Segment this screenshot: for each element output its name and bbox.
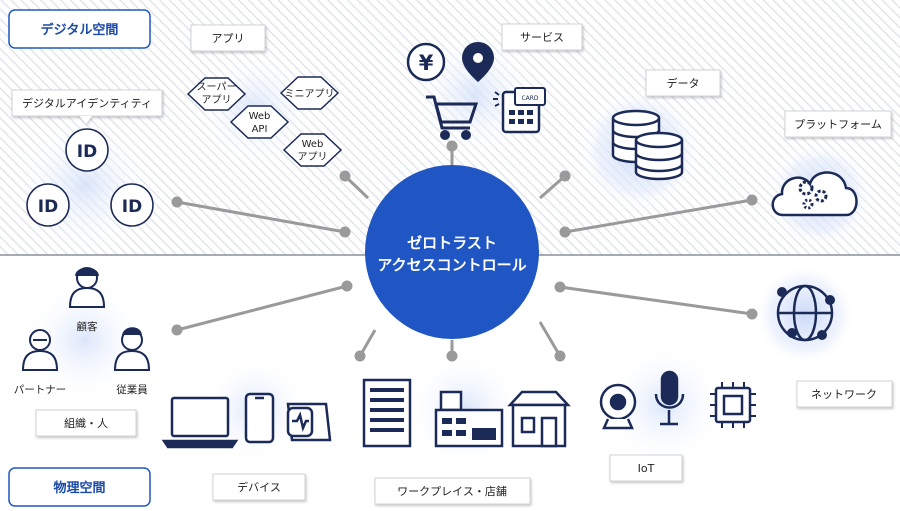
app-hexagons (186, 76, 343, 167)
id-badge-icon: ID (110, 183, 154, 227)
svg-text:デジタル空間: デジタル空間 (41, 22, 119, 38)
label-iot (609, 454, 683, 482)
employee-icon (113, 327, 151, 371)
svg-text:アプリ: アプリ (298, 151, 328, 163)
smartwatch-icon (286, 402, 332, 442)
physical-space-label: 物理空間 (8, 467, 151, 507)
svg-text:ID: ID (77, 142, 97, 162)
svg-text:ID: ID (122, 197, 142, 217)
cloud-gear-icon (771, 171, 858, 217)
laptop-icon (161, 396, 239, 449)
microphone-icon (654, 370, 685, 426)
app-hex-texts: スーパー アプリ Web API ミニアプリ Web アプリ (197, 81, 335, 163)
partner-label: パートナー (14, 384, 67, 396)
id-badges: ID ID ID (26, 128, 154, 227)
store-icon (507, 390, 571, 448)
chip-icon (710, 382, 756, 428)
label-people-text: 組織・人 (64, 417, 108, 430)
svg-text:Web: Web (249, 111, 271, 122)
label-workplace (374, 477, 531, 505)
label-apps (190, 24, 266, 52)
label-services (501, 23, 583, 51)
partner-icon (21, 329, 59, 371)
hex-web-api (229, 105, 290, 139)
yen-coin-icon: ¥ (406, 42, 446, 82)
label-devices-text: デバイス (237, 480, 281, 494)
hex-mini-app (279, 76, 340, 110)
label-data (645, 69, 721, 97)
people-icons (21, 267, 151, 371)
label-services-text: サービス (520, 31, 564, 44)
map-pin-icon (462, 42, 494, 82)
connector-lines (171, 140, 758, 362)
label-workplace-text: ワークプレイス・店舗 (397, 484, 507, 498)
label-platform-text: プラットフォーム (794, 118, 882, 131)
label-platform (784, 110, 892, 138)
svg-text:Web: Web (302, 139, 324, 150)
svg-text:物理空間: 物理空間 (53, 480, 105, 496)
svg-text:API: API (252, 124, 268, 135)
svg-text:ゼロトラスト: ゼロトラスト (407, 234, 497, 252)
factory-icon (434, 390, 504, 448)
employee-label: 従業員 (116, 383, 148, 396)
hex-super-app (186, 77, 247, 111)
label-network-text: ネットワーク (811, 388, 877, 401)
digital-space-label: デジタル空間 (8, 9, 151, 49)
svg-text:アプリ: アプリ (202, 94, 232, 106)
hex-web-app (282, 133, 343, 167)
label-iot-text: IoT (638, 462, 655, 475)
zero-trust-center: ゼロトラスト アクセスコントロール (365, 165, 539, 339)
office-building-icon (362, 378, 412, 448)
shopping-cart-icon (426, 95, 479, 140)
smartphone-icon (244, 392, 275, 444)
id-badge-icon: ID (26, 183, 70, 227)
webcam-icon (599, 383, 637, 430)
svg-text:¥: ¥ (419, 51, 434, 75)
label-network (796, 380, 893, 408)
svg-text:ミニアプリ: ミニアプリ (285, 88, 335, 100)
svg-text:アクセスコントロール: アクセスコントロール (377, 256, 526, 274)
label-apps-text: アプリ (212, 32, 245, 45)
label-identity-text: デジタルアイデンティティ (22, 96, 152, 110)
database-icon (611, 109, 684, 181)
label-devices (212, 473, 306, 501)
label-data-text: データ (667, 76, 700, 90)
customer-icon (68, 267, 106, 308)
label-people (35, 409, 137, 437)
svg-text:ID: ID (38, 197, 58, 217)
customer-label: 顧客 (77, 320, 98, 333)
id-badge-icon: ID (65, 128, 109, 172)
network-globe-icon (776, 284, 835, 342)
card-calculator-icon: CARD (493, 87, 546, 134)
svg-text:スーパー: スーパー (197, 81, 237, 93)
svg-text:CARD: CARD (521, 95, 538, 102)
label-identity (11, 89, 163, 124)
